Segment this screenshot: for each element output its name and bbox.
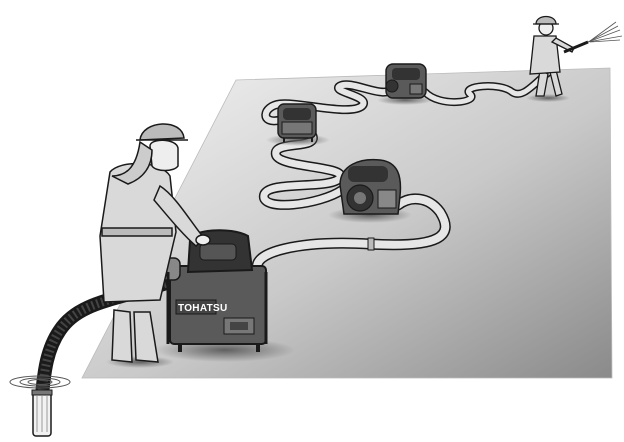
pump-brand-label: TOHATSU xyxy=(178,303,228,314)
water-spray xyxy=(588,22,622,42)
suction-strainer xyxy=(32,390,52,436)
hose-coupling xyxy=(368,238,374,250)
relay-pump-far xyxy=(377,64,433,105)
